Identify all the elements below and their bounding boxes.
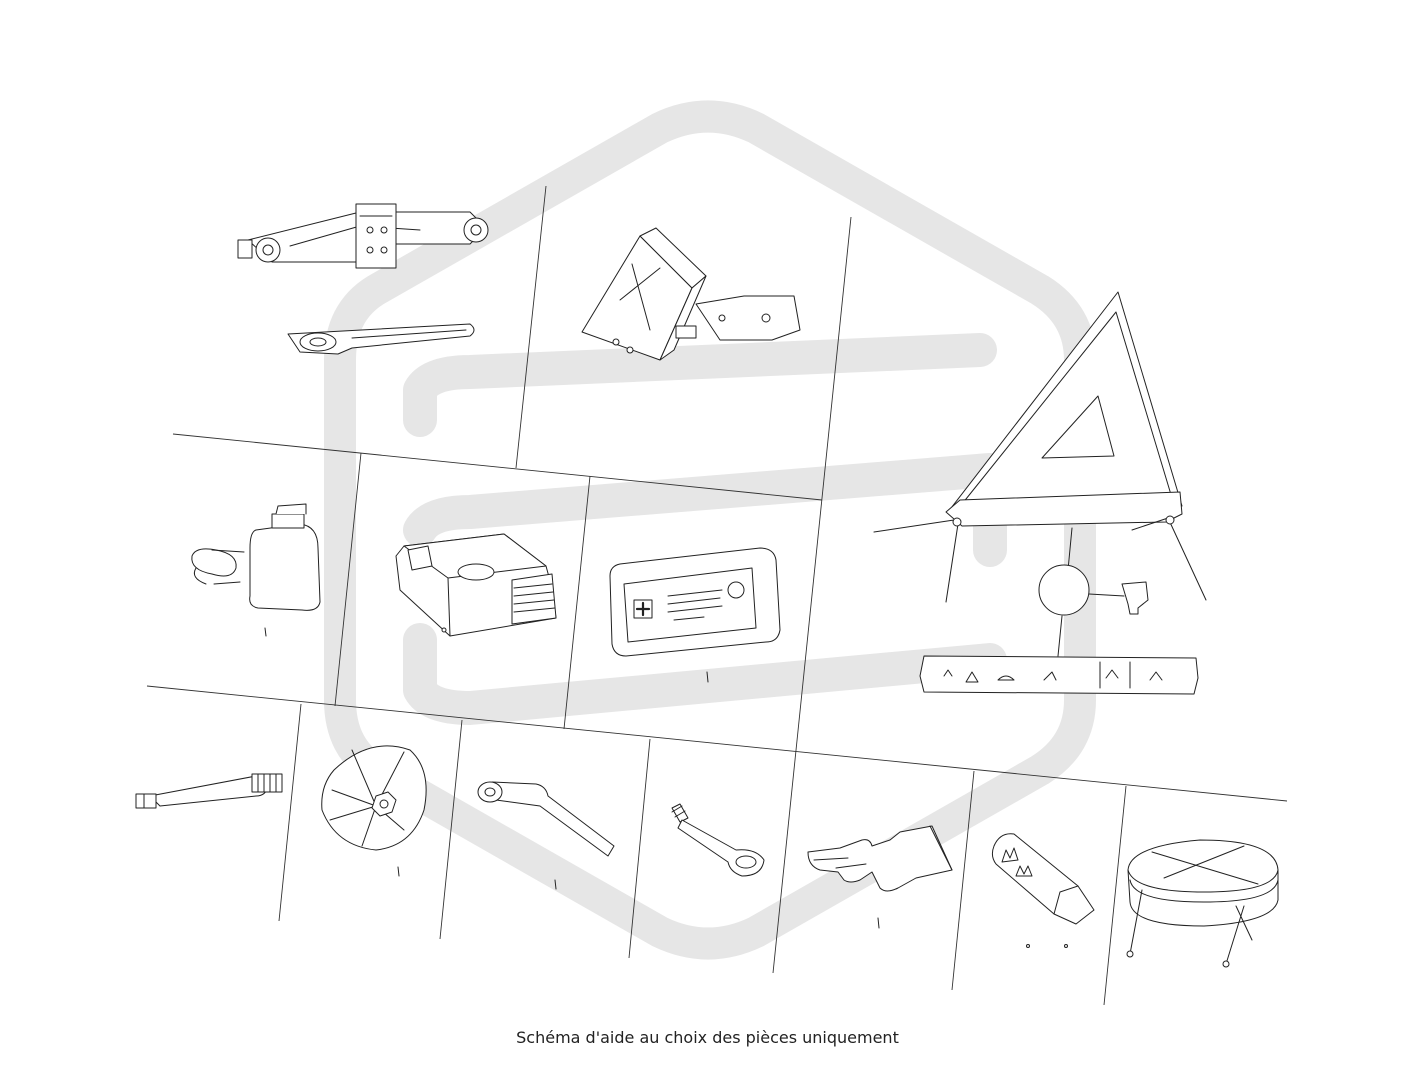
grid-lines xyxy=(147,186,1287,1005)
jack-and-wheel-wrench xyxy=(238,204,488,354)
wheel-bolt-wrench xyxy=(478,782,614,889)
diagram-caption: Schéma d'aide au choix des pièces unique… xyxy=(516,1028,899,1047)
watermark-hexagon xyxy=(340,117,1080,944)
watermark-bar-2 xyxy=(420,470,990,550)
screwdriver-handle xyxy=(136,774,282,808)
gloves xyxy=(808,826,952,928)
fire-extinguisher xyxy=(992,834,1094,948)
first-aid-kit xyxy=(610,548,780,682)
tire-sealant-kit xyxy=(192,504,320,636)
warning-lamp xyxy=(1127,840,1278,967)
spare-wheel-cover xyxy=(322,746,426,876)
tire-inflation-compressor xyxy=(396,534,556,636)
warning-triangle-kit xyxy=(874,292,1206,694)
wheel-chock xyxy=(582,228,800,360)
watermark-bar-1 xyxy=(420,350,980,420)
watermark-logo xyxy=(340,117,1080,944)
towing-eye xyxy=(672,804,764,876)
watermark-bar-3 xyxy=(420,640,990,708)
